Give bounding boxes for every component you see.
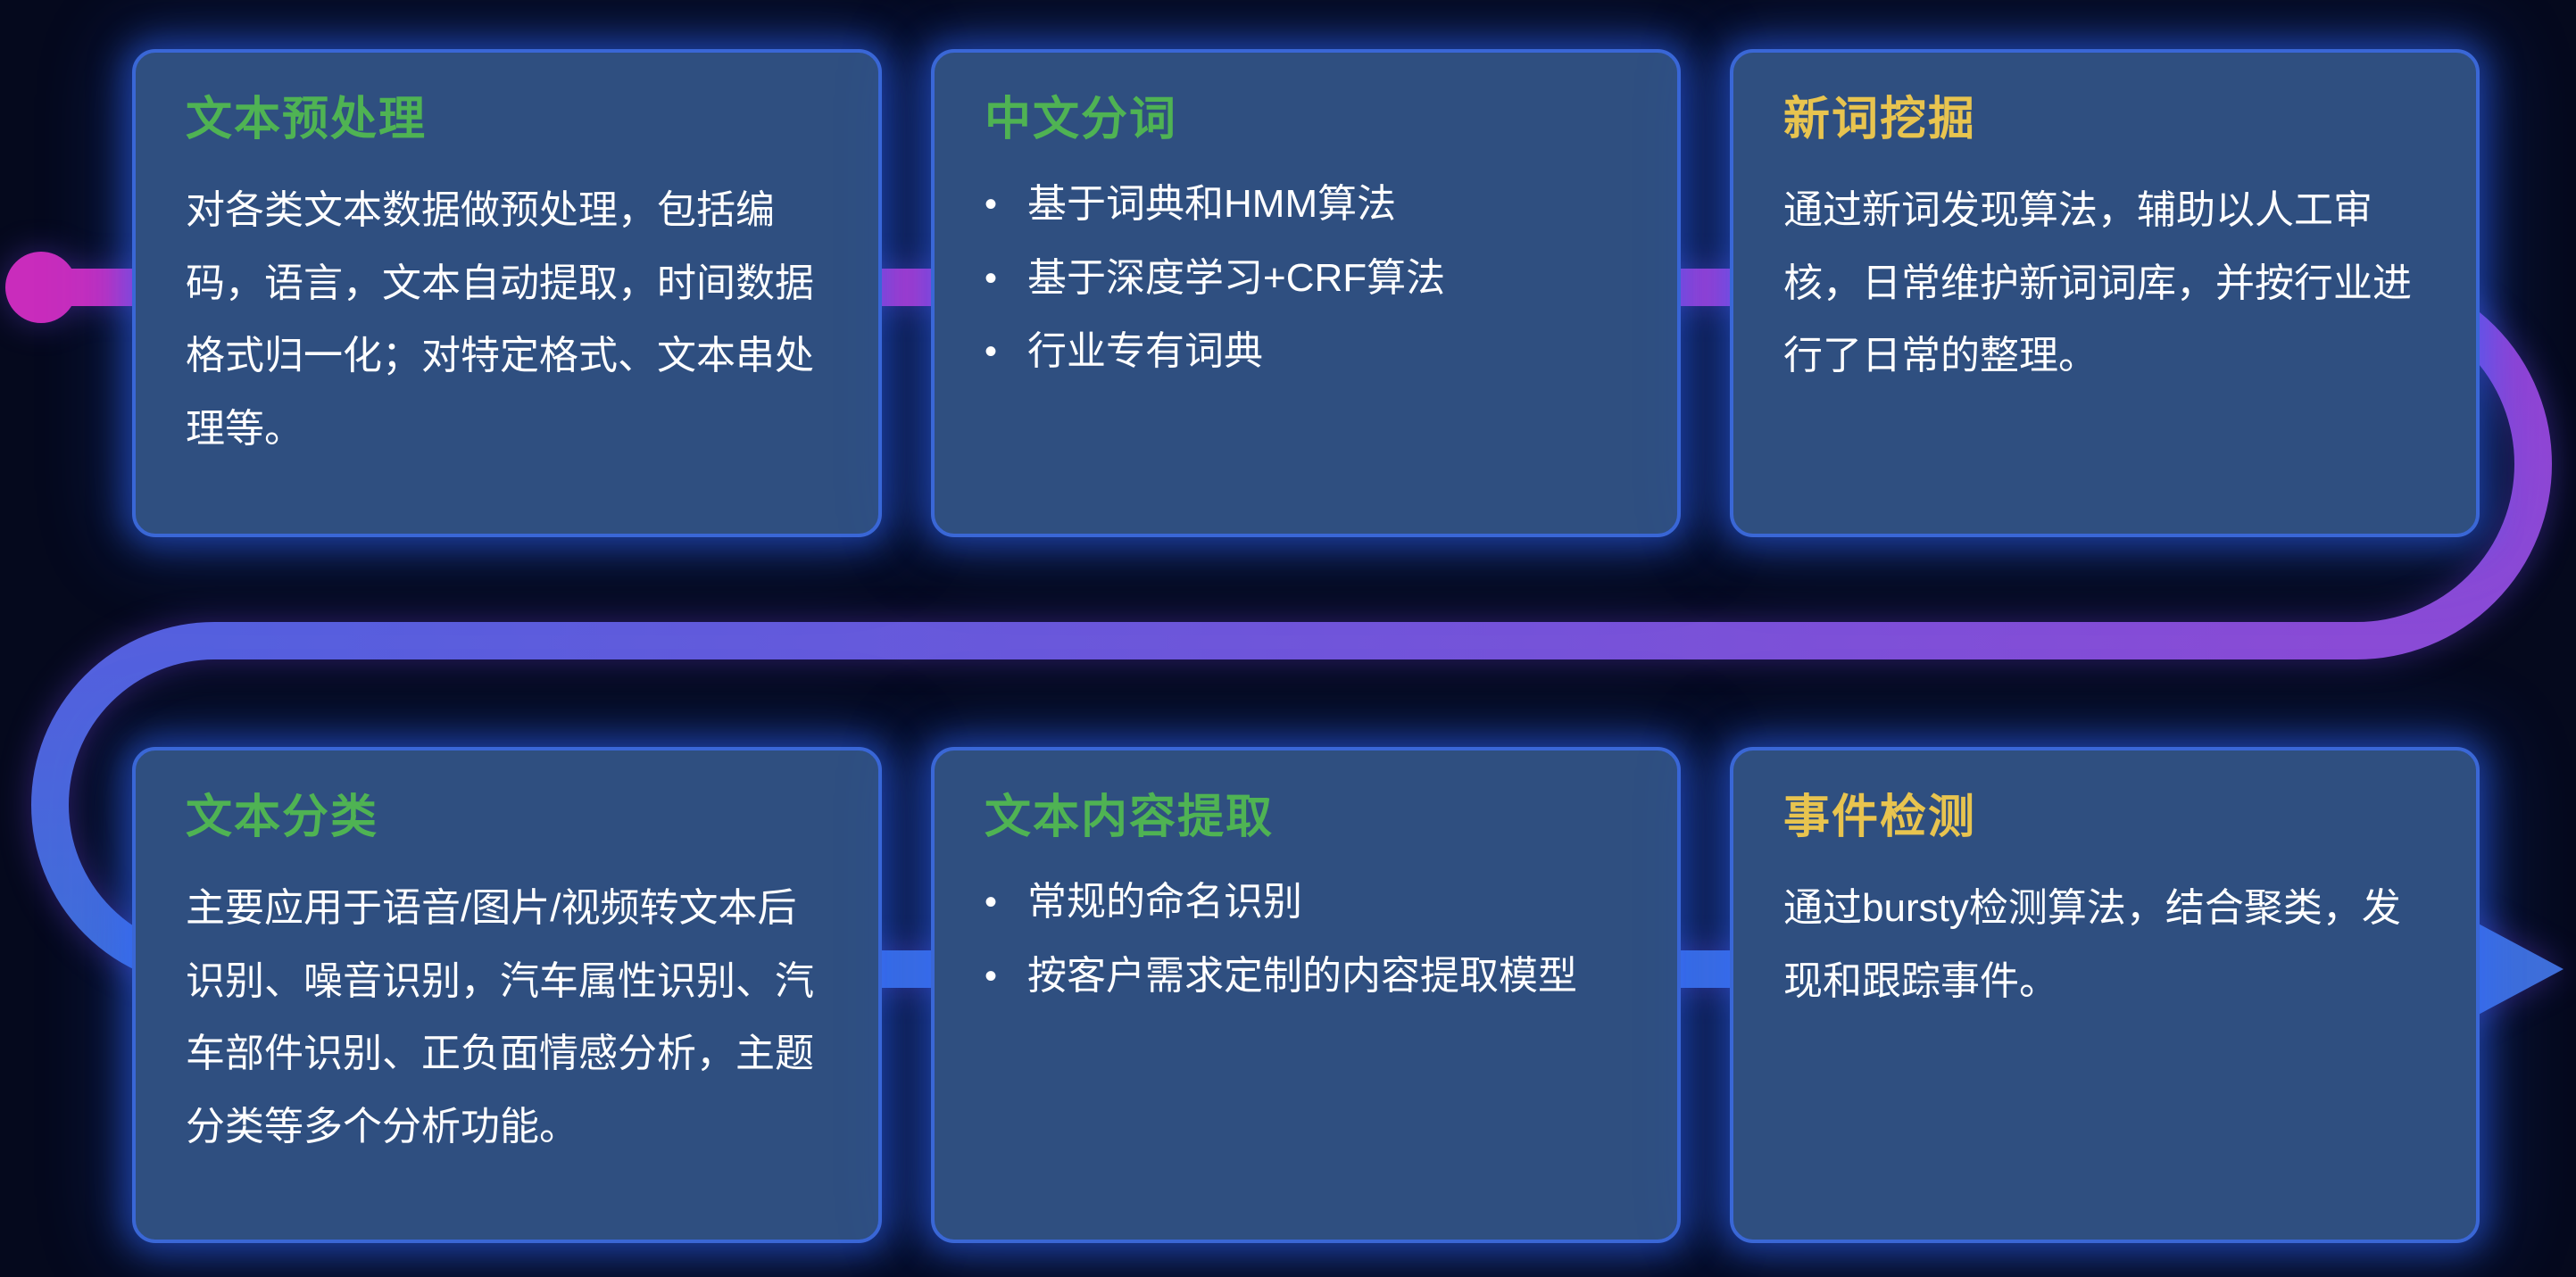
card-title: 中文分词	[985, 94, 1178, 145]
card-new-word-mining: 新词挖掘 通过新词发现算法，辅助以人工审核，日常维护新词词库，并按行业进行了日常…	[1730, 49, 2480, 537]
bullet-icon: •	[985, 331, 998, 371]
card-title: 新词挖掘	[1783, 94, 1977, 145]
card-body: 通过bursty检测算法，结合聚类，发现和跟踪事件。	[1783, 886, 2401, 1003]
card-text-classification: 文本分类 主要应用于语音/图片/视频转文本后识别、噪音识别，汽车属性识别、汽车部…	[132, 747, 882, 1243]
card-body: 对各类文本数据做预处理，包括编码，语言，文本自动提取，时间数据格式归一化；对特定…	[186, 188, 814, 451]
card-title: 文本分类	[186, 792, 379, 843]
card-chinese-word-segmentation: 中文分词 • 基于词典和HMM算法 • 基于深度学习+CRF算法 • 行业专有词…	[931, 49, 1681, 537]
bullet-item: • 行业专有词典	[985, 321, 1627, 382]
bullet-item: • 常规的命名识别	[985, 872, 1627, 933]
bullet-item: • 按客户需求定制的内容提取模型	[985, 946, 1627, 1007]
card-title: 文本预处理	[186, 94, 428, 145]
bullet-icon: •	[985, 883, 998, 923]
bullet-icon: •	[985, 956, 998, 996]
bullet-text: 行业专有词典	[1027, 328, 1264, 373]
card-event-detection: 事件检测 通过bursty检测算法，结合聚类，发现和跟踪事件。	[1730, 747, 2480, 1243]
card-body: 主要应用于语音/图片/视频转文本后识别、噪音识别，汽车属性识别、汽车部件识别、正…	[186, 886, 814, 1148]
card-body: 通过新词发现算法，辅助以人工审核，日常维护新词词库，并按行业进行了日常的整理。	[1783, 188, 2412, 378]
bullet-icon: •	[985, 185, 998, 225]
flow-arrow-icon	[2460, 914, 2564, 1024]
card-title: 文本内容提取	[985, 792, 1275, 843]
card-text-preprocessing: 文本预处理 对各类文本数据做预处理，包括编码，语言，文本自动提取，时间数据格式归…	[132, 49, 882, 537]
card-bullet-list: • 基于词典和HMM算法 • 基于深度学习+CRF算法 • 行业专有词典	[985, 174, 1627, 382]
bullet-text: 按客户需求定制的内容提取模型	[1027, 953, 1578, 998]
bullet-item: • 基于词典和HMM算法	[985, 174, 1627, 235]
bullet-icon: •	[985, 258, 998, 298]
bullet-text: 基于词典和HMM算法	[1027, 182, 1397, 227]
card-bullet-list: • 常规的命名识别 • 按客户需求定制的内容提取模型	[985, 872, 1627, 1006]
bullet-text: 基于深度学习+CRF算法	[1027, 255, 1446, 300]
bullet-text: 常规的命名识别	[1027, 880, 1303, 925]
bullet-item: • 基于深度学习+CRF算法	[985, 248, 1627, 309]
card-text-content-extraction: 文本内容提取 • 常规的命名识别 • 按客户需求定制的内容提取模型	[931, 747, 1681, 1243]
card-title: 事件检测	[1783, 792, 1977, 843]
